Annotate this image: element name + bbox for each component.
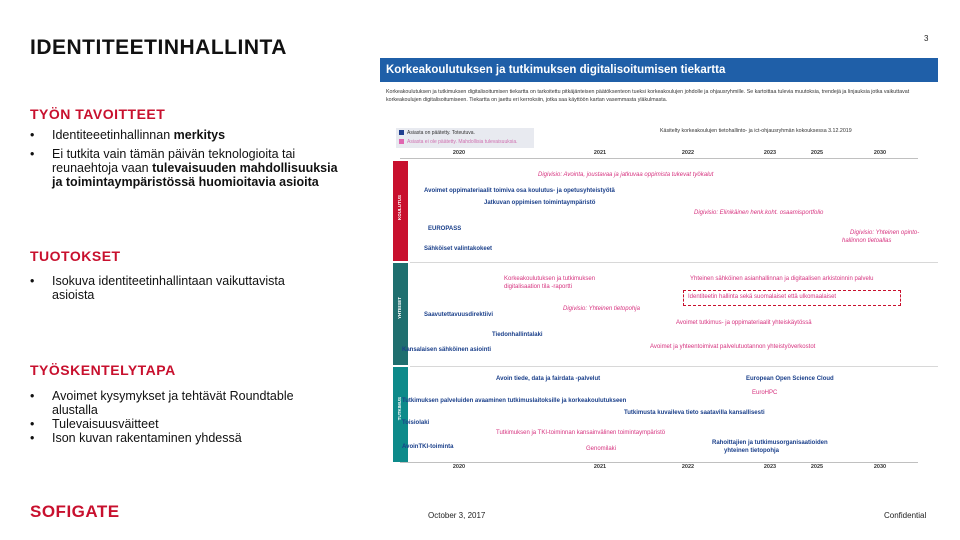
roadmap-item: Saavutettavuusdirektiivi xyxy=(424,312,494,318)
legend-item: Asiasta on päätetty. Toteutuva. xyxy=(399,130,475,136)
bullet: • xyxy=(30,128,35,142)
list-item: • Ei tutkita vain tämän päivän teknologi… xyxy=(30,147,338,189)
roadmap-item: Toisiolaki xyxy=(402,420,430,426)
roadmap-description: Korkeakoulutuksen ja tutkimuksen digital… xyxy=(386,89,910,103)
section-heading-method: TYÖSKENTELYTAPA xyxy=(30,362,176,378)
roadmap-legend: Asiasta on päätetty. Toteutuva. Asiasta … xyxy=(396,128,534,148)
band-separator xyxy=(410,262,938,263)
roadmap-item: Tiedonhallintalaki xyxy=(492,332,543,338)
list-item: • Ison kuvan rakentaminen yhdessä xyxy=(30,431,242,445)
roadmap-item: digitalisaation tila -raportti xyxy=(504,284,573,290)
roadmap-title: Korkeakoulutuksen ja tutkimuksen digital… xyxy=(380,58,938,82)
legend-item: Asiasta ei ole päätetty. Mahdollisia tul… xyxy=(399,139,518,145)
year-label: 2020 xyxy=(452,150,466,156)
roadmap-item: European Open Science Cloud xyxy=(746,376,834,382)
roadmap-item: Korkeakoulutuksen ja tutkimuksen xyxy=(504,276,596,282)
bullet: • xyxy=(30,417,35,431)
roadmap-item: Digivisio: Avointa, joustavaa ja jatkuva… xyxy=(538,172,714,178)
timeline-axis-bottom xyxy=(400,462,918,463)
list-item: • Identiteeetinhallinnan merkitys xyxy=(30,128,226,142)
roadmap-item: Kansalaisen sähköinen asiointi xyxy=(402,347,492,353)
roadmap-item: Yhteinen sähköinen asianhallinnan ja dig… xyxy=(690,276,874,282)
year-label: 2030 xyxy=(873,464,887,470)
roadmap-item: Avoimet ja yhteentoimivat palvelutuotann… xyxy=(650,344,816,350)
section-heading-outputs: TUOTOKSET xyxy=(30,248,121,264)
band-yhteiset: YHTEISET xyxy=(393,263,408,365)
roadmap-item: Rahoittajien ja tutkimusorganisaatioiden xyxy=(712,440,828,446)
roadmap-item: Genomilaki xyxy=(586,446,617,452)
legend-swatch xyxy=(399,139,404,145)
bullet: • xyxy=(30,147,35,161)
footer-confidential: Confidential xyxy=(884,511,927,520)
legend-swatch xyxy=(399,130,404,136)
outputs-list: • Isokuva identiteetinhallintaan vaikutt… xyxy=(30,274,330,307)
list-item: • Avoimet kysymykset ja tehtävät Roundta… xyxy=(30,389,294,417)
list-item: • Isokuva identiteetinhallintaan vaikutt… xyxy=(30,274,285,302)
band-separator xyxy=(410,366,938,367)
year-label: 2025 xyxy=(810,464,824,470)
roadmap-item: Avoin tiede, data ja fairdata -palvelut xyxy=(496,376,601,382)
year-label: 2020 xyxy=(452,464,466,470)
band-koulutus: KOULUTUS xyxy=(393,161,408,261)
roadmap-item: Tutkimuksen ja TKI-toiminnan kansainväli… xyxy=(496,430,666,436)
roadmap-item: EuroHPC xyxy=(752,390,778,396)
roadmap-item: Digivisio: Elinikäinen henk.koht. osaami… xyxy=(694,210,824,216)
section-heading-goals: TYÖN TAVOITTEET xyxy=(30,106,166,122)
roadmap-item: Tutkimuksen palveluiden avaaminen tutkim… xyxy=(402,398,627,404)
year-label: 2025 xyxy=(810,150,824,156)
roadmap-item: Digivisio: Yhteinen opinto- xyxy=(850,230,920,236)
year-label: 2022 xyxy=(681,464,695,470)
roadmap-figure: Korkeakoulutuksen ja tutkimuksen digital… xyxy=(380,58,940,470)
year-label: 2022 xyxy=(681,150,695,156)
roadmap-item: Avoimet oppimateriaalit toimiva osa koul… xyxy=(424,188,615,194)
year-label: 2021 xyxy=(593,150,607,156)
roadmap-item: AvoinTKI-toiminta xyxy=(402,444,454,450)
bullet: • xyxy=(30,274,35,288)
page-number: 3 xyxy=(924,34,929,43)
bullet: • xyxy=(30,431,35,445)
roadmap-item: Sähköiset valintakokeet xyxy=(424,246,493,252)
year-label: 2030 xyxy=(873,150,887,156)
roadmap-item: hallinnon tietoallas xyxy=(842,238,892,244)
highlight-box xyxy=(683,290,901,306)
bullet: • xyxy=(30,389,35,403)
goals-list: • Identiteeetinhallinnan merkitys • Ei t… xyxy=(30,128,350,194)
roadmap-item-highlighted: Identiteetin hallinta sekä suomalaiset e… xyxy=(688,294,837,300)
year-label: 2023 xyxy=(763,464,777,470)
roadmap-item: Digivisio: Yhteinen tietopohja xyxy=(563,306,640,312)
sofigate-logo: SOFIGATE xyxy=(30,502,120,521)
year-label: 2023 xyxy=(763,150,777,156)
footer-date: October 3, 2017 xyxy=(428,511,486,520)
decision-note: Käsitelty korkeakoulujen tietohallinto- … xyxy=(660,128,852,134)
list-item: • Tulevaisuusväitteet xyxy=(30,417,159,431)
timeline-axis-top xyxy=(400,158,918,159)
page-title: IDENTITEETINHALLINTA xyxy=(30,36,287,59)
method-list: • Avoimet kysymykset ja tehtävät Roundta… xyxy=(30,389,340,445)
roadmap-item: Tutkimusta kuvaileva tieto saatavilla ka… xyxy=(624,410,765,416)
band-tutkimus: TUTKIMUS xyxy=(393,367,408,462)
roadmap-item: Jatkuvan oppimisen toimintaympäristö xyxy=(484,200,596,206)
roadmap-item: Avoimet tutkimus- ja oppimateriaalit yht… xyxy=(676,320,812,326)
roadmap-item: yhteinen tietopohja xyxy=(724,448,780,454)
roadmap-item: EUROPASS xyxy=(428,226,462,232)
year-label: 2021 xyxy=(593,464,607,470)
